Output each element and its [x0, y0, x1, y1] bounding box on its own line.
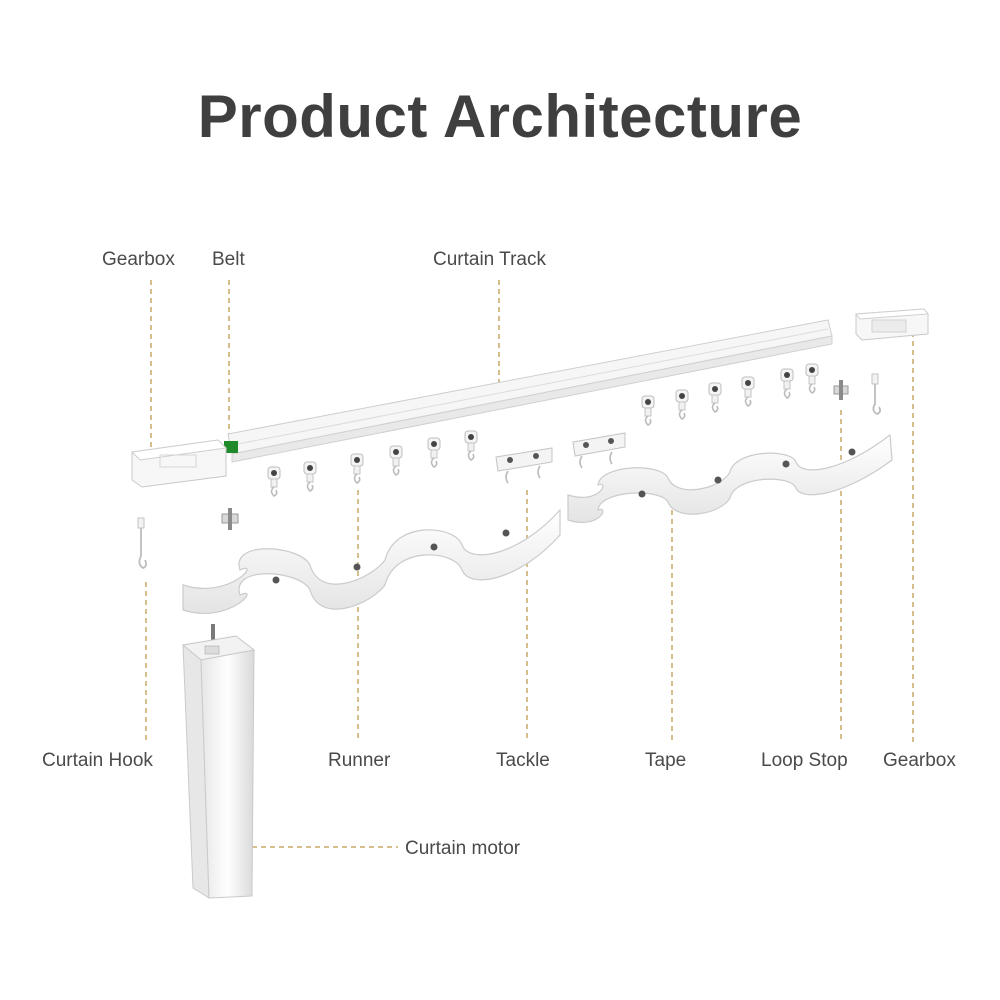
curtain-motor — [181, 624, 256, 899]
label-runner: Runner — [328, 750, 391, 771]
loop-stop-right — [833, 380, 849, 400]
label-curtain-track: Curtain Track — [433, 249, 546, 270]
gearbox-right — [855, 308, 929, 341]
label-tape: Tape — [645, 750, 687, 771]
label-belt: Belt — [212, 249, 245, 270]
page-title: Product Architecture — [197, 83, 803, 150]
gearbox-left — [130, 439, 228, 488]
belt — [224, 441, 238, 453]
tape-left — [182, 508, 561, 615]
curtain-hook-left — [137, 517, 148, 570]
curtain-hook-right — [871, 373, 882, 415]
label-curtain-motor: Curtain motor — [405, 838, 521, 859]
tape-right — [567, 433, 893, 523]
loop-stop-left — [221, 508, 239, 530]
label-gearbox-left: Gearbox — [102, 249, 175, 270]
tackle-right — [572, 432, 626, 469]
label-tackle: Tackle — [496, 750, 550, 771]
curtain-track — [227, 319, 833, 463]
label-loop-stop: Loop Stop — [761, 750, 848, 771]
tackle-left — [495, 447, 553, 484]
label-curtain-hook: Curtain Hook — [42, 750, 153, 771]
label-gearbox-right: Gearbox — [883, 750, 956, 771]
